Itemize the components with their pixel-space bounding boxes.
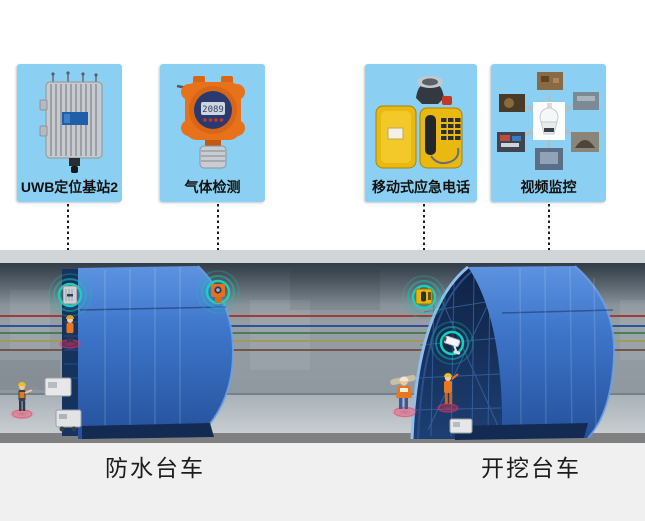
video-surveillance-icon	[491, 64, 606, 176]
label-waterproofing-trolley: 防水台车	[105, 455, 205, 481]
callout-emergency-phone: 移动式应急电话	[365, 64, 477, 202]
leader-gas	[217, 204, 219, 271]
ground-equipment	[44, 377, 82, 432]
bottom-background	[0, 443, 645, 521]
gas-display-value: 2089	[202, 105, 224, 115]
excavation-trolley	[410, 265, 616, 440]
leader-phone	[423, 204, 425, 276]
worker-carrying-pipe	[390, 374, 419, 418]
marker-cctv-camera	[430, 321, 474, 365]
callout-uwb-base-station: UWB定位基站2	[17, 64, 122, 202]
callout-label-uwb: UWB定位基站2	[20, 179, 119, 195]
emergency-phone-small-icon	[415, 288, 433, 305]
emergency-phone-icon	[365, 64, 477, 176]
callout-gas-detector: 2089 气体检测	[160, 64, 265, 202]
gas-detector-small-icon	[211, 284, 225, 303]
leader-uwb	[67, 204, 69, 276]
callout-label-video: 视频监控	[520, 179, 577, 195]
worker-inside-arch	[435, 373, 461, 414]
tunnel-top-band	[0, 250, 645, 263]
callout-video-surveillance: 视频监控	[491, 64, 606, 202]
marker-emergency-phone	[402, 275, 446, 319]
uwb-device-icon	[17, 64, 122, 176]
label-excavation-trolley: 开挖台车	[481, 455, 581, 481]
marker-gas-detector	[196, 270, 240, 314]
worker-ground-left	[9, 382, 38, 420]
callout-label-phone: 移动式应急电话	[372, 179, 470, 195]
marker-uwb-station	[48, 273, 92, 317]
cctv-camera-icon	[442, 335, 461, 355]
worker-on-trolley	[57, 315, 83, 350]
callout-label-gas: 气体检测	[184, 179, 241, 195]
uwb-station-icon	[62, 285, 78, 305]
gas-detector-icon: 2089	[160, 64, 265, 176]
tunnel-bottom-band	[0, 433, 645, 443]
tunnel-scene	[0, 250, 645, 443]
